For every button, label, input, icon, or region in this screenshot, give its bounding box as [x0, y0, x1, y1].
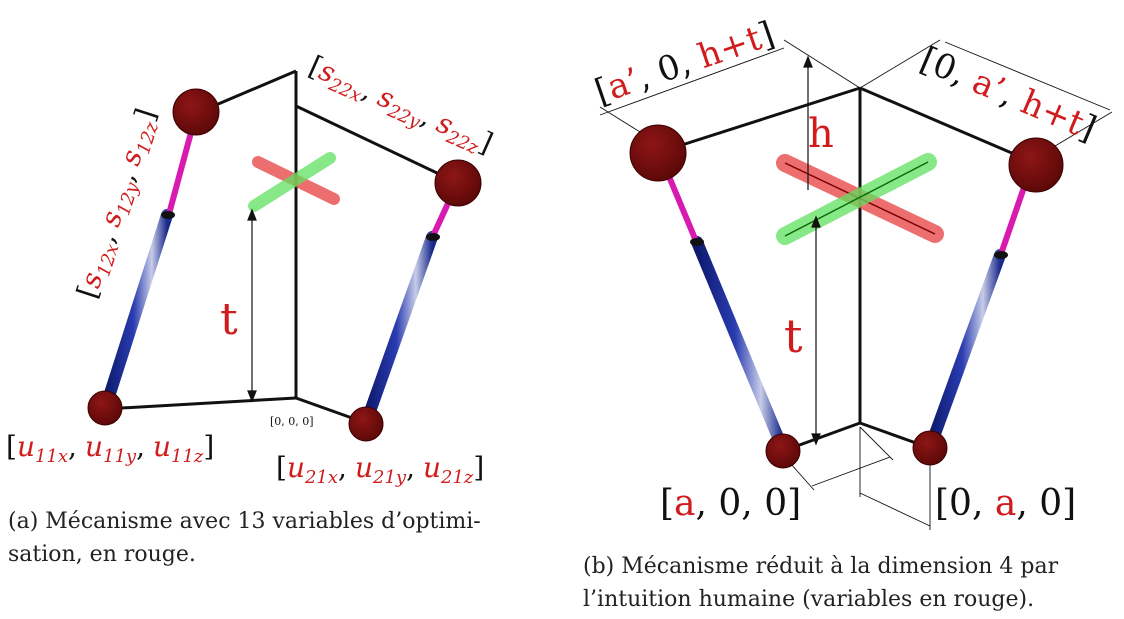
- frame-b: [659, 86, 1036, 453]
- dim-b-ext3: [859, 39, 941, 89]
- dim-b-top-left: [599, 47, 785, 116]
- joint-b-bottom-left: [765, 433, 801, 469]
- label-b-bottom-right: [0, a, 0]: [935, 483, 1076, 524]
- caption-b: (b) Mécanisme réduit à la dimension 4 pa…: [583, 550, 1123, 616]
- collar-a-left: [161, 211, 175, 219]
- dim-b-bot-right: [859, 492, 931, 527]
- leg-b-right: [912, 137, 1064, 466]
- joint-s12: [172, 88, 220, 136]
- t-arrowhead-a-top: [247, 208, 257, 221]
- rod-blue-a-left: [100, 209, 173, 412]
- caption-a-line1: (a) Mécanisme avec 13 variables d’optimi…: [8, 509, 481, 534]
- label-b-top-right: [0, a’, h+t]: [914, 39, 1101, 149]
- collar-b-right: [994, 251, 1008, 259]
- frame-b-top-right: [859, 86, 1036, 165]
- cross-a-green-bar: [248, 152, 336, 212]
- joint-s22: [434, 159, 482, 207]
- leg-a-right: [348, 159, 482, 442]
- u11-label: [u11x,u11y,u11z]: [6, 430, 214, 467]
- t-dimension-a: [247, 208, 257, 403]
- frame-a-bottom-left: [104, 396, 297, 411]
- cross-a: [248, 152, 340, 212]
- h-arrowhead-b-top: [803, 55, 813, 68]
- joint-u21: [348, 406, 384, 442]
- leg-a-left: [87, 88, 220, 426]
- dim-b-bot-left: [811, 456, 891, 487]
- joint-b-top-left: [629, 124, 687, 182]
- frame-b-top-left: [659, 86, 861, 154]
- dim-b-ext1: [783, 39, 861, 89]
- leg-b-left: [629, 124, 801, 469]
- caption-b-line1: (b) Mécanisme réduit à la dimension 4 pa…: [583, 554, 1059, 579]
- t-arrowhead-a-bottom: [247, 390, 257, 403]
- rod-blue-a-right: [361, 231, 438, 426]
- dim-b-bot-ext2: [859, 426, 894, 461]
- caption-a-line2: sation, en rouge.: [8, 542, 196, 567]
- h-label-b: h: [808, 111, 834, 157]
- joint-b-bottom-right: [912, 430, 948, 466]
- caption-b-line2: l’intuition humaine (variables en rouge)…: [583, 587, 1035, 612]
- origin-label-a: [0, 0, 0]: [270, 415, 314, 428]
- caption-a: (a) Mécanisme avec 13 variables d’optimi…: [8, 505, 548, 571]
- t-label-a: t: [220, 294, 238, 345]
- joint-u11: [87, 390, 123, 426]
- t-arrowhead-b-top: [811, 215, 821, 228]
- label-b-bottom-left: [a, 0, 0]: [660, 483, 801, 524]
- joint-b-top-right: [1008, 137, 1064, 193]
- frame-a: [104, 69, 459, 425]
- u21-label: [u21x,u21y,u21z]: [276, 451, 484, 488]
- collar-b-left: [690, 238, 704, 246]
- collar-a-right: [426, 233, 440, 241]
- label-b-top-left: [a’, 0, h+t]: [590, 14, 779, 113]
- cross-b: [776, 153, 944, 245]
- t-arrowhead-b-bottom: [811, 433, 821, 446]
- rod-blue-b-right: [925, 249, 1006, 451]
- s22-label: [s22x,s22y,s22z]: [303, 49, 498, 163]
- diagram-a: t [0, 0, 0] [s12x,s12y,s12z] [s22x,s22y,…: [6, 49, 498, 488]
- rod-blue-b-left: [691, 236, 788, 453]
- t-label-b: t: [784, 309, 803, 363]
- frame-a-top-right: [295, 104, 459, 185]
- diagram-b: h t [a’, 0, h+t] [0, a’, h+t] [a, 0, 0] …: [590, 14, 1113, 530]
- cross-b-green-axis: [784, 161, 929, 237]
- ht-dimensions-b: [803, 55, 821, 446]
- dim-b-top-right: [944, 41, 1111, 111]
